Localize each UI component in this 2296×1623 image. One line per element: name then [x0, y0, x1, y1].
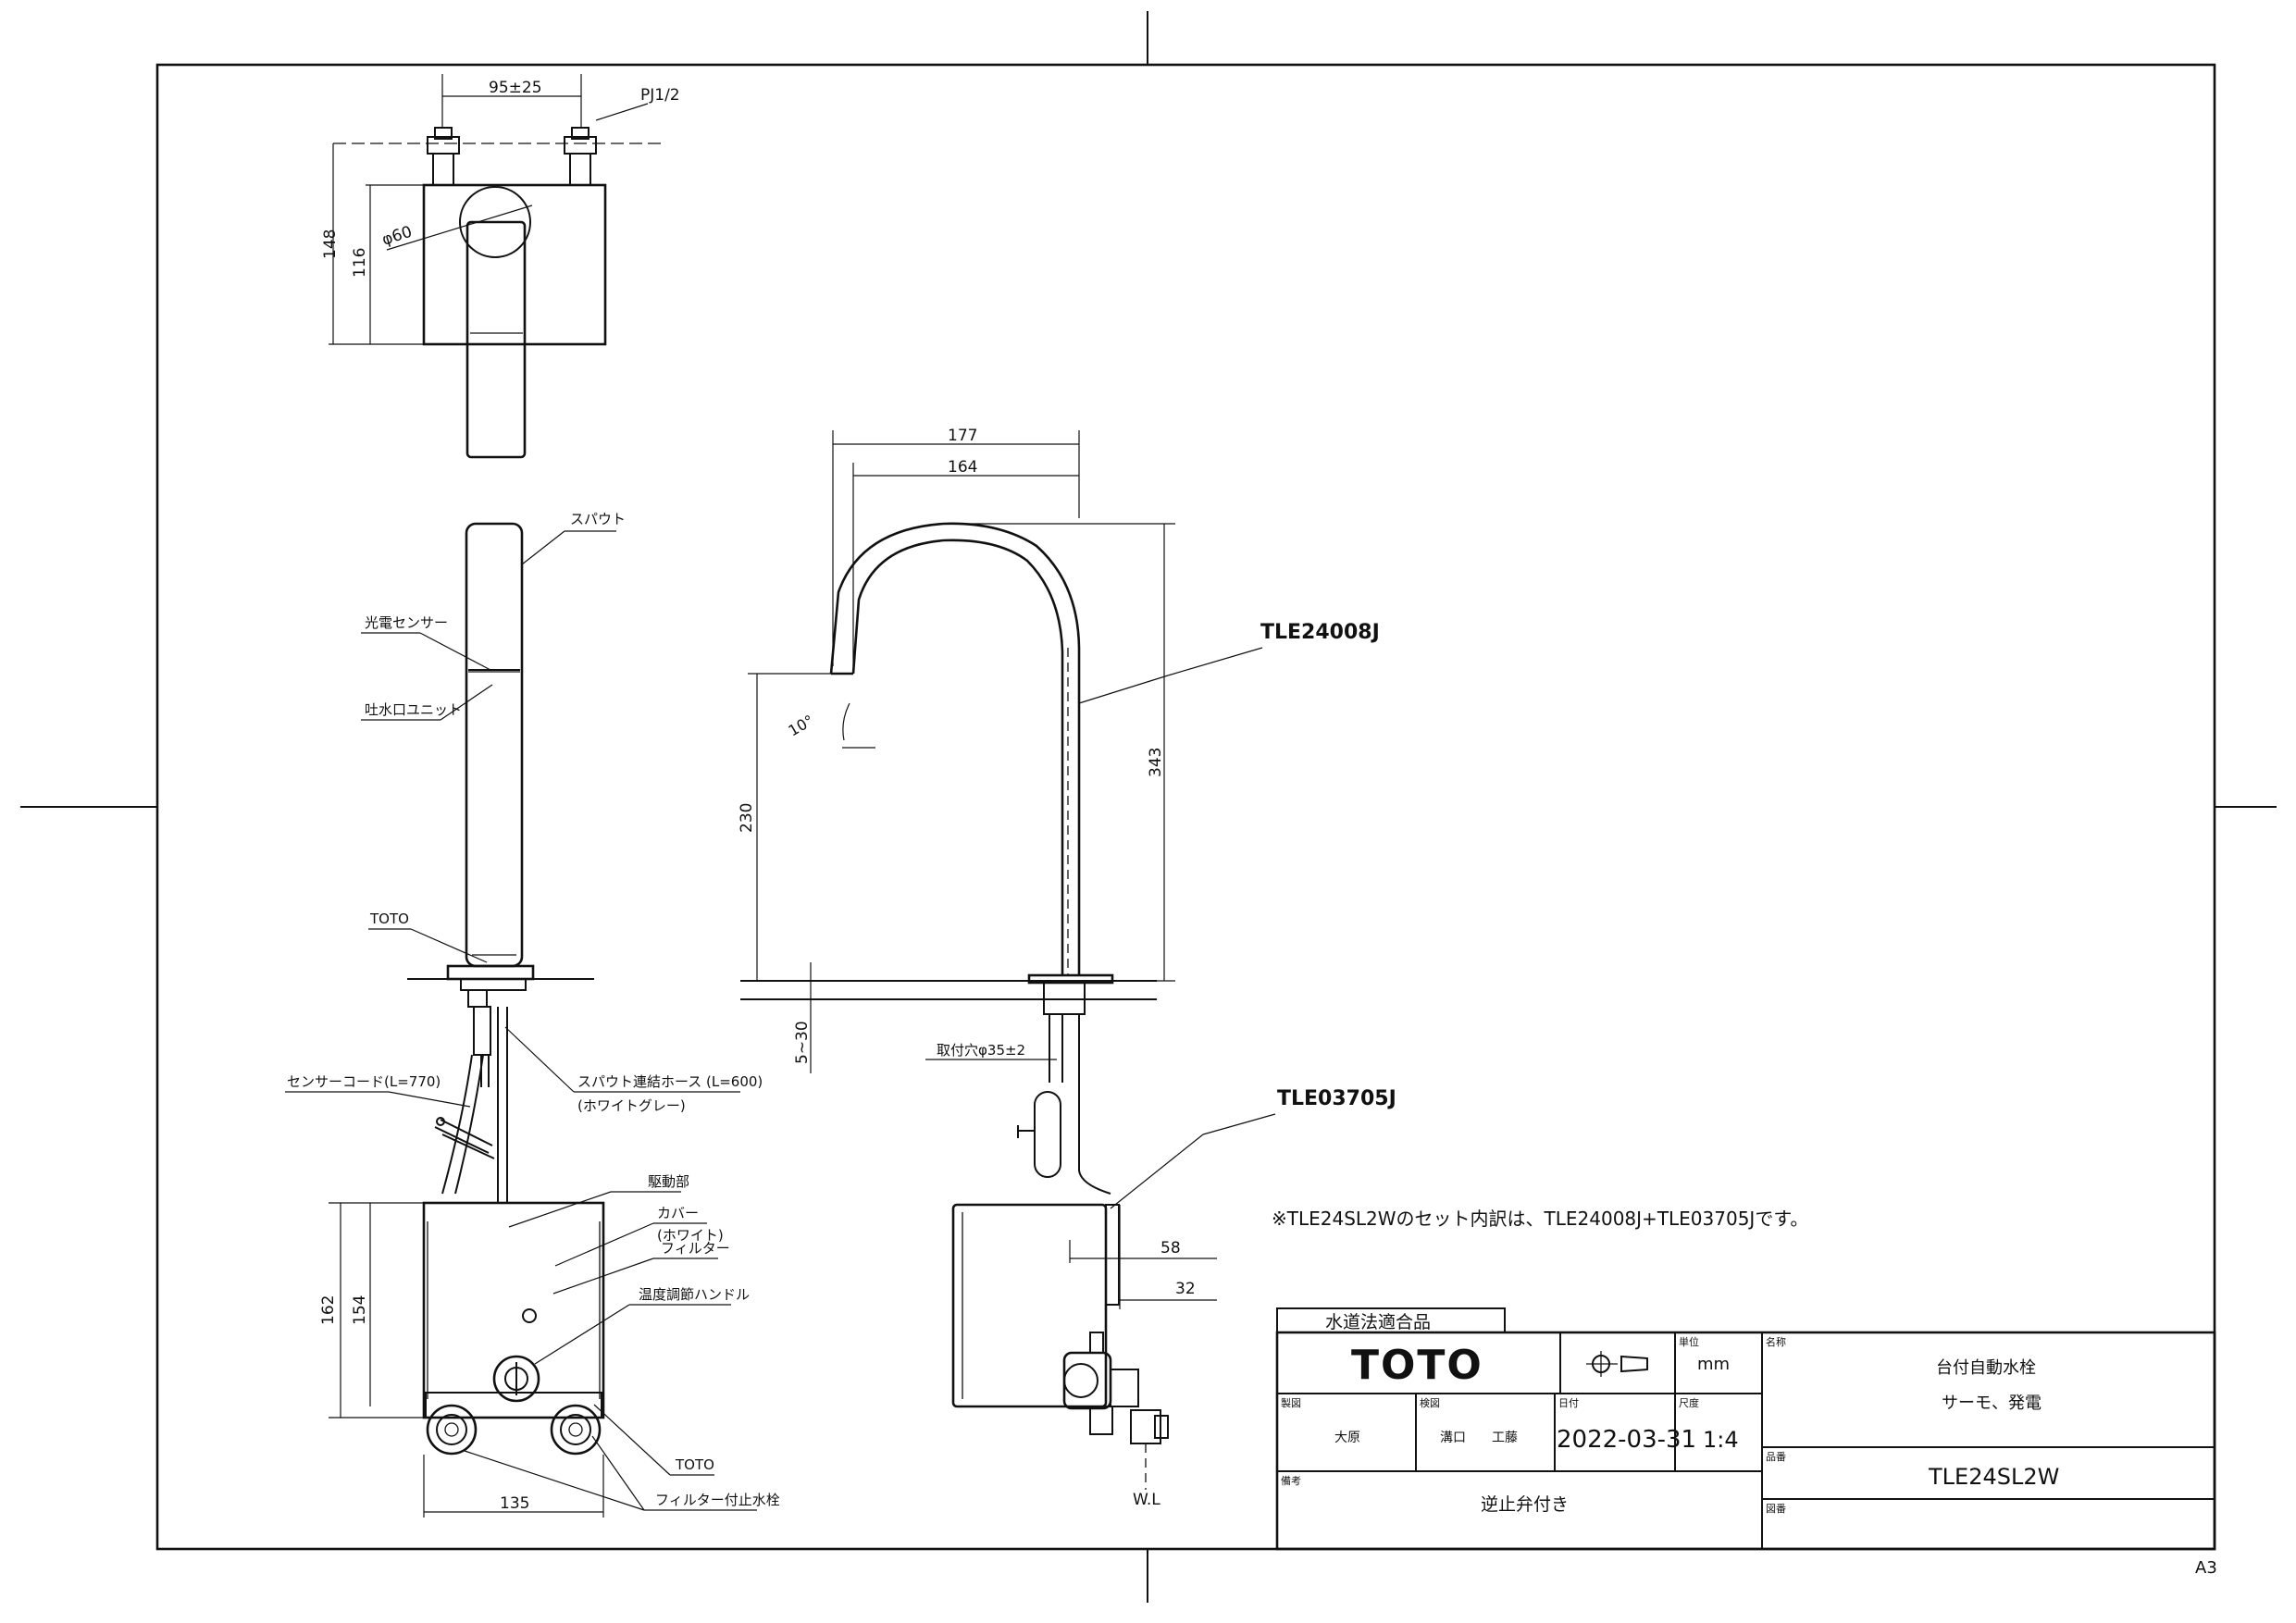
date-label: 日付: [1558, 1397, 1579, 1409]
remarks-label: 備考: [1281, 1475, 1301, 1487]
dim-wl: W.L: [1133, 1491, 1160, 1509]
checked-by-2: 工藤: [1492, 1431, 1518, 1445]
scale-label: 尺度: [1679, 1396, 1699, 1409]
label-pipe-thread: PJ1/2: [640, 86, 680, 105]
dim-counter-thickness: 5~30: [793, 1021, 812, 1064]
drawn-label: 製図: [1281, 1396, 1301, 1409]
dim-top-width: 95±25: [489, 79, 542, 97]
title-block: [1275, 1307, 2216, 1551]
dim-spout-height: 343: [1147, 748, 1165, 777]
top-view: [422, 127, 607, 459]
date-value: 2022-03-31: [1557, 1426, 1696, 1454]
model-number: TLE24SL2W: [1928, 1464, 2059, 1490]
product-name: 台付自動水栓: [1936, 1358, 2036, 1378]
unit-value: mm: [1697, 1355, 1730, 1374]
name-label: 名称: [1766, 1335, 1786, 1348]
label-drive-unit: 駆動部: [648, 1173, 689, 1190]
label-cover: カバー: [657, 1205, 699, 1221]
drawn-by: 大原: [1334, 1431, 1360, 1445]
label-sensor-cord: センサーコード(L=770): [287, 1073, 441, 1090]
dim-offset-58: 58: [1160, 1239, 1181, 1258]
label-toto-bottom: TOTO: [675, 1456, 714, 1473]
label-part-valve: TLE03705J: [1277, 1087, 1396, 1110]
sheet-frame: [20, 11, 2277, 1603]
label-toto-mark: TOTO: [369, 911, 409, 927]
dim-diameter: φ60: [379, 223, 414, 250]
label-part-faucet: TLE24008J: [1260, 621, 1380, 644]
side-view-dimensions: [748, 430, 1276, 1309]
front-view-dimensions: [329, 1202, 604, 1518]
checked-label: 検図: [1420, 1396, 1440, 1409]
unit-label: 単位: [1679, 1335, 1699, 1348]
remarks-value: 逆止弁付き: [1481, 1494, 1569, 1515]
product-subname: サーモ、発電: [1942, 1394, 2042, 1413]
side-view-box: [951, 1203, 1169, 1490]
dim-box-height-total: 162: [319, 1295, 338, 1325]
front-view-spout: [407, 522, 594, 1203]
label-filter-valve: フィルター付止水栓: [655, 1492, 780, 1508]
label-cover-color: (ホワイト): [657, 1227, 724, 1244]
front-view-box: [422, 1201, 605, 1456]
dim-box-height-body: 154: [351, 1295, 369, 1325]
dim-top-height-body: 116: [351, 248, 369, 278]
dim-angle: 10°: [786, 712, 817, 740]
dim-mount-hole: 取付穴φ35±2: [937, 1042, 1025, 1059]
label-outlet-unit: 吐水口ユニット: [365, 701, 462, 718]
label-hose: スパウト連結ホース (L=600): [577, 1073, 763, 1090]
label-photo-sensor: 光電センサー: [365, 614, 448, 631]
front-view-leaders: [285, 530, 757, 1511]
dim-offset-32: 32: [1175, 1280, 1196, 1298]
side-view-spout: [740, 522, 1157, 1195]
label-filter: フィルター: [661, 1240, 730, 1257]
toto-logo: TOTO: [1351, 1342, 1483, 1389]
dim-top-height-total: 148: [321, 229, 340, 259]
dim-box-width: 135: [500, 1494, 529, 1513]
scale-value: 1:4: [1703, 1427, 1739, 1453]
dim-spout-reach-inner: 164: [948, 458, 977, 477]
certification: 水道法適合品: [1325, 1312, 1431, 1332]
label-temp-handle: 温度調節ハンドル: [639, 1286, 750, 1303]
checked-by-1: 溝口: [1440, 1431, 1466, 1445]
sheet-size: A3: [2195, 1558, 2217, 1578]
set-note: ※TLE24SL2Wのセット内訳は、TLE24008J+TLE03705Jです。: [1272, 1208, 1808, 1230]
model-label: 品番: [1766, 1451, 1786, 1463]
dim-outlet-height: 230: [738, 803, 756, 833]
label-hose-color: (ホワイトグレー): [577, 1097, 686, 1114]
label-spout: スパウト: [570, 511, 626, 527]
top-view-dimensions: [329, 74, 666, 345]
dim-spout-reach-outer: 177: [948, 427, 977, 445]
drawing-no-label: 図番: [1766, 1503, 1786, 1515]
